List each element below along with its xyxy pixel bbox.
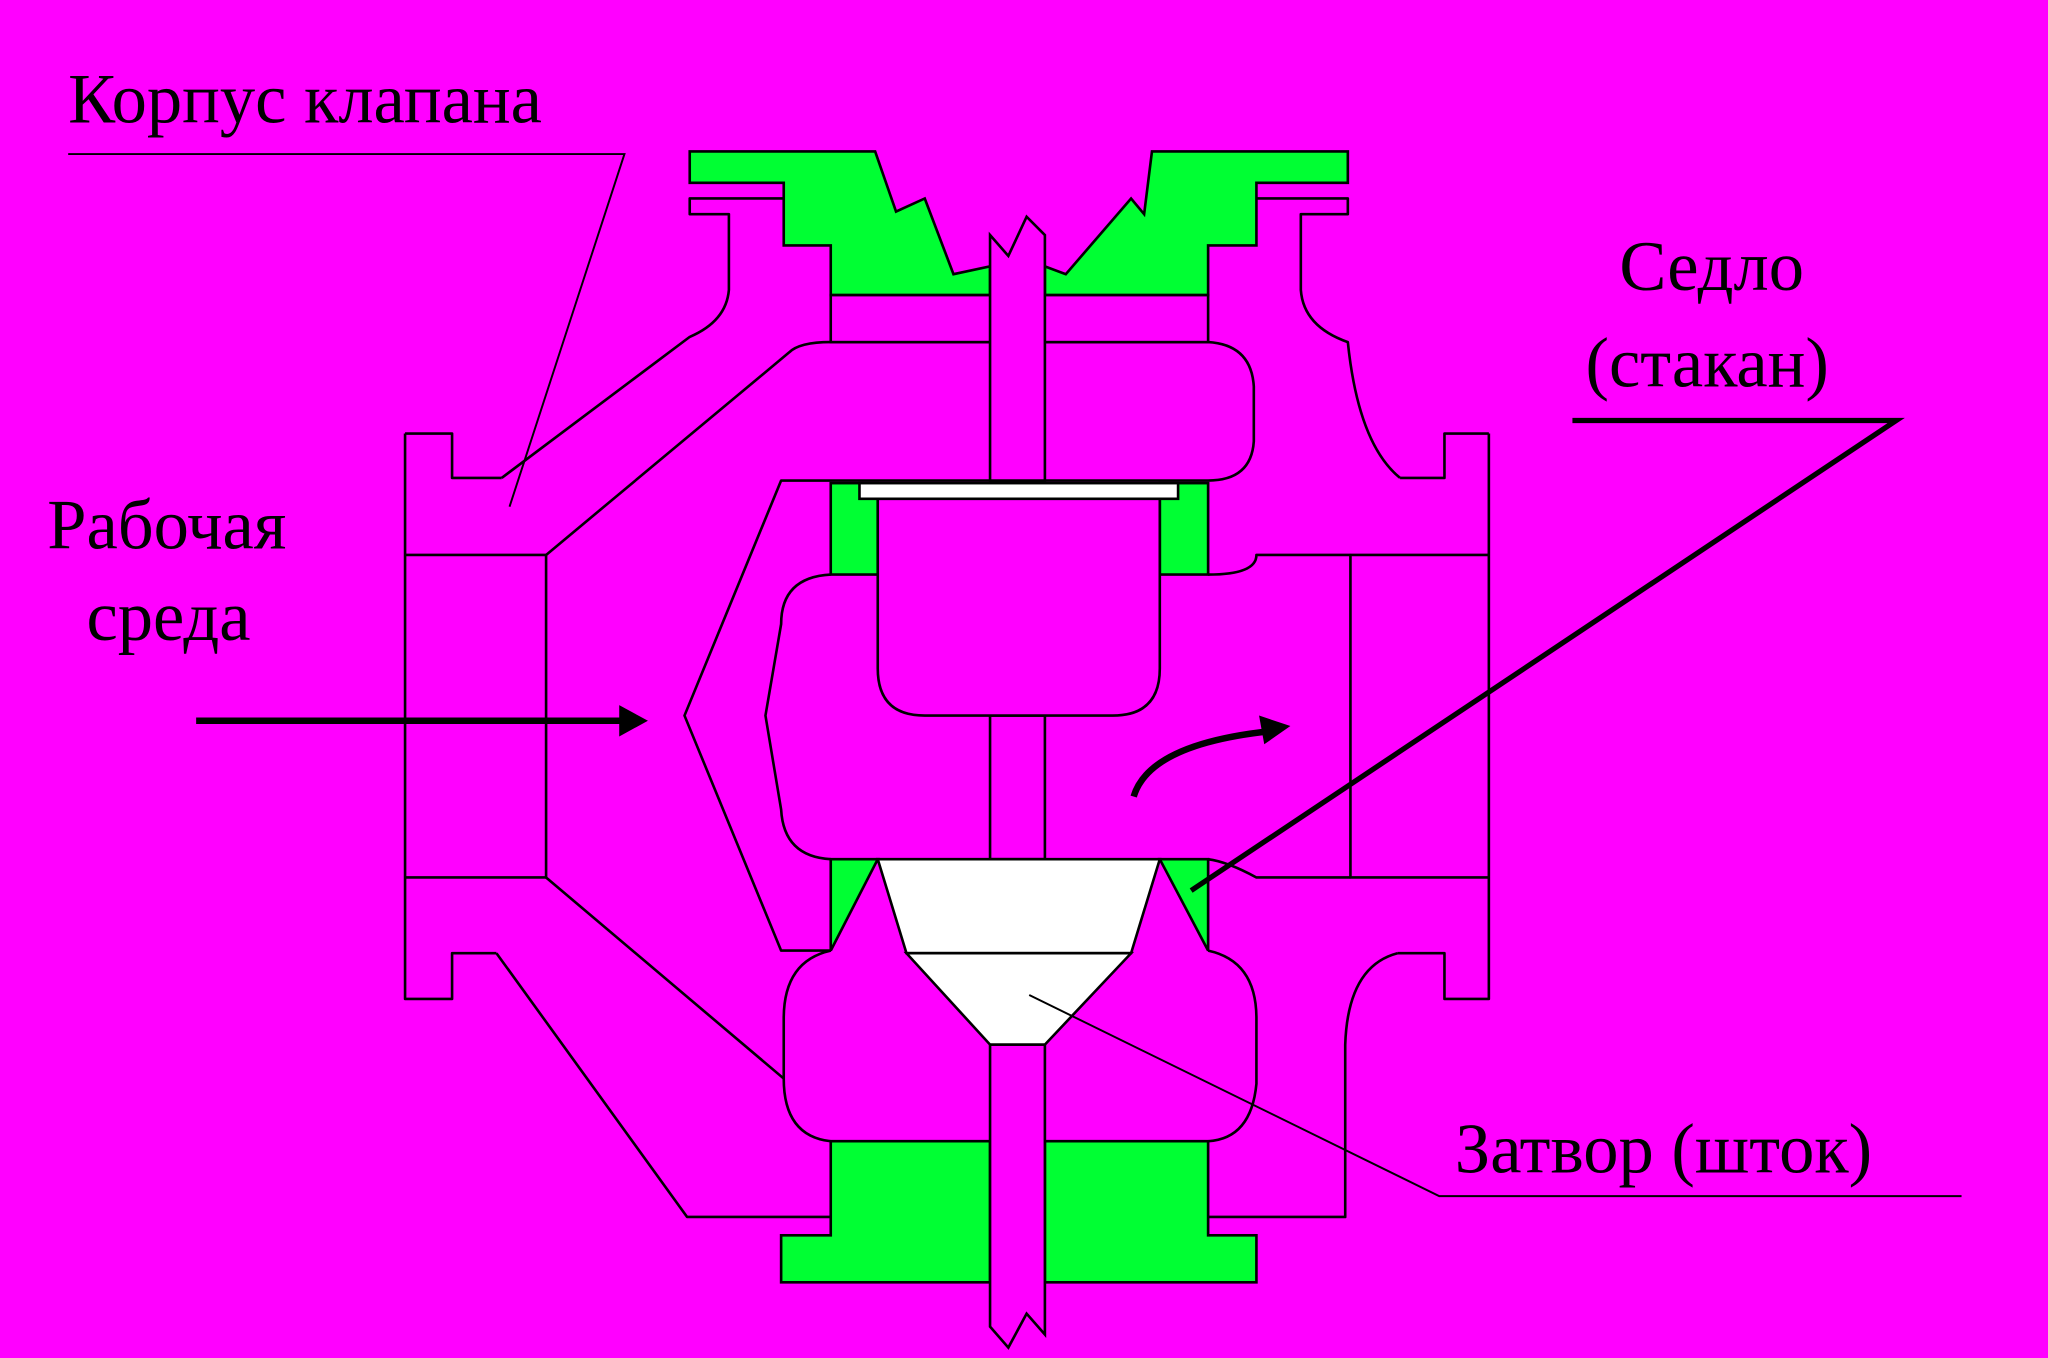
left-flange — [403, 432, 548, 1001]
outlet-arrow-curve — [1130, 727, 1270, 798]
stem-lower — [988, 1043, 1047, 1350]
left-upper-contour — [500, 197, 784, 479]
valve-body — [403, 197, 1491, 1219]
inlet-arrow-head — [619, 705, 648, 737]
label-plug: Затвор (шток) — [1455, 1111, 1872, 1189]
seat-leader — [1189, 417, 1905, 893]
flow-arrows — [196, 705, 1291, 798]
label-medium-line2: среда — [86, 578, 250, 656]
left-lower-contour — [495, 876, 831, 1219]
guide-cup — [858, 481, 1180, 717]
seat-left-lower — [829, 857, 880, 952]
chamber-lower — [782, 949, 832, 1079]
body-leader — [68, 153, 626, 507]
right-inner-contour — [1207, 553, 1351, 879]
stem — [988, 214, 1047, 1350]
right-flange — [1349, 432, 1491, 1001]
outlet-arrow-head — [1259, 715, 1291, 745]
plug — [875, 857, 1162, 1046]
label-medium-line1: Рабочая — [47, 486, 286, 564]
plug-leader — [1028, 994, 1962, 1198]
left-inner-contour — [545, 340, 1256, 952]
label-seat-line1: Седло — [1619, 228, 1804, 306]
plug-lower — [903, 951, 1135, 1046]
stem-upper — [988, 214, 1047, 482]
chamber-left — [764, 573, 831, 861]
guide-body — [876, 497, 1162, 717]
label-seat-line2: (стакан) — [1585, 325, 1828, 403]
right-lower-contour — [1207, 949, 1398, 1219]
right-upper-contour — [1256, 197, 1401, 479]
stem-middle — [988, 714, 1047, 861]
guide-plate — [858, 481, 1180, 501]
seat-right-lower — [1157, 857, 1210, 952]
label-valve-body: Корпус клапана — [68, 61, 542, 139]
leader-lines — [68, 153, 1962, 1198]
plug-upper — [875, 857, 1162, 955]
